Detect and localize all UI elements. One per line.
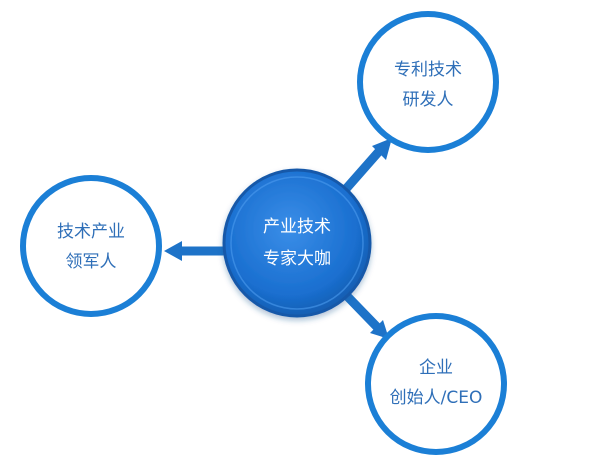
arrow-to-bottom-right (342, 291, 389, 339)
center-node-line1: 产业技术 (263, 217, 331, 237)
node-left-line1: 技术产业 (57, 222, 125, 242)
arrow-to-left (164, 241, 233, 261)
node-bottom-right: 企业 创始人/CEO (365, 313, 507, 455)
center-node: 产业技术 专家大咖 (222, 168, 372, 318)
node-top-right: 专利技术 研发人 (357, 11, 499, 153)
node-bottom-right-line1: 企业 (419, 358, 453, 378)
node-left: 技术产业 领军人 (20, 175, 162, 317)
arrow-to-top-right (340, 138, 392, 195)
node-top-right-line2: 研发人 (403, 90, 454, 110)
node-left-line2: 领军人 (66, 252, 117, 272)
node-top-right-line1: 专利技术 (394, 60, 462, 80)
node-bottom-right-line2: 创始人/CEO (390, 388, 483, 408)
center-node-line2: 专家大咖 (263, 249, 331, 269)
